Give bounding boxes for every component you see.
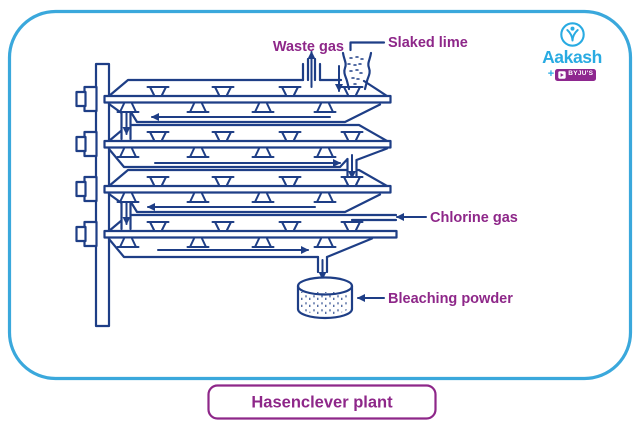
waste-gas-label: Waste gas	[273, 39, 344, 55]
shelf-roof-3	[107, 168, 389, 188]
shelf-plate-1	[103, 94, 392, 104]
caption-title: Hasenclever plant	[251, 394, 393, 412]
powder-dots	[301, 292, 349, 315]
shelf-plates	[103, 94, 398, 239]
slaked-lime-label: Slaked lime	[388, 35, 468, 51]
powder-cylinder	[296, 276, 354, 320]
shelf-plate-2	[103, 139, 392, 149]
bleaching-powder-label: Bleaching powder	[388, 291, 513, 307]
play-icon	[558, 70, 566, 79]
shelf-plate-4	[103, 229, 398, 239]
transfer-channels	[120, 109, 358, 231]
byjus-badge: BYJU'S	[555, 68, 597, 81]
aakash-logo-icon	[559, 22, 585, 47]
outlet-pipe	[316, 255, 329, 280]
shelf-roof-2	[107, 123, 389, 143]
slaked-lime-leader	[349, 41, 386, 52]
shelf-bottom-2	[107, 147, 389, 169]
lime-dots	[347, 56, 364, 85]
logo-plus-sign: +	[547, 68, 555, 80]
caption-box: Hasenclever plant	[207, 384, 437, 420]
logo-brand-text: Aakash	[542, 47, 602, 67]
waste-gas-outlet	[301, 51, 322, 88]
logo-badge-row: + BYJU'S	[547, 68, 597, 81]
shelf-bottom-4	[107, 237, 374, 259]
slaked-lime-hopper	[335, 51, 373, 92]
chlorine-gas-label: Chlorine gas	[430, 210, 518, 226]
aakash-byjus-logo: Aakash + BYJU'S	[533, 21, 611, 81]
shelf-roof-1	[107, 78, 389, 98]
byjus-badge-text: BYJU'S	[568, 70, 594, 78]
shelf-plate-3	[103, 184, 392, 194]
shaft-brackets	[75, 85, 98, 248]
flow-arrows	[147, 113, 341, 254]
